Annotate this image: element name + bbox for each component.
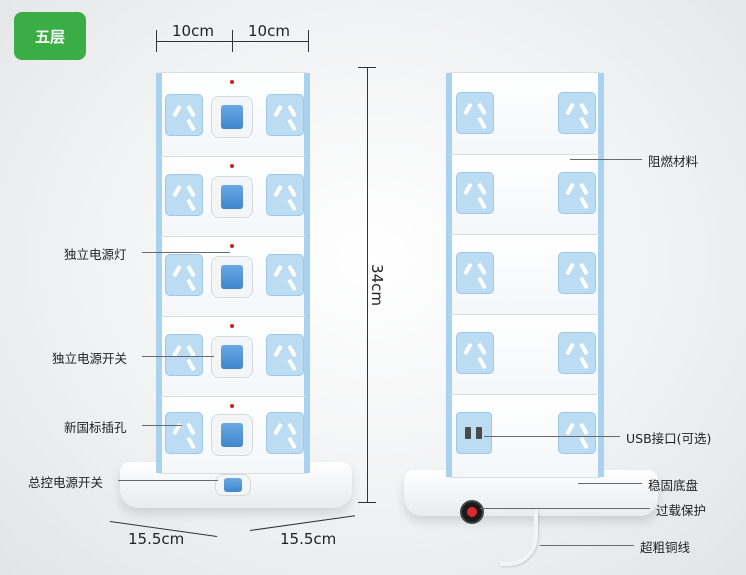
- leader-line: [118, 480, 218, 481]
- leader-line: [142, 425, 182, 426]
- label-stable-base: 稳固底盘: [648, 478, 699, 493]
- power-socket[interactable]: [266, 254, 304, 296]
- label-thick-copper-wire: 超粗铜线: [640, 540, 691, 555]
- power-socket[interactable]: [266, 412, 304, 454]
- power-socket[interactable]: [165, 254, 203, 296]
- leader-line: [484, 436, 620, 437]
- leader-line: [570, 159, 642, 160]
- power-socket[interactable]: [266, 94, 304, 136]
- power-socket[interactable]: [558, 332, 596, 374]
- dim-width-left: 10cm: [172, 22, 214, 40]
- layer-switch[interactable]: [211, 256, 253, 298]
- dim-line: [156, 41, 308, 42]
- leader-line: [142, 356, 214, 357]
- power-socket[interactable]: [456, 92, 494, 134]
- master-switch[interactable]: [215, 474, 251, 496]
- dim-width-right: 10cm: [248, 22, 290, 40]
- label-indicator-light: 独立电源灯: [64, 247, 127, 262]
- dim-tick: [358, 502, 376, 503]
- label-master-switch: 总控电源开关: [28, 475, 104, 490]
- label-standard-socket: 新国标插孔: [64, 420, 127, 435]
- power-socket[interactable]: [456, 172, 494, 214]
- power-socket[interactable]: [558, 252, 596, 294]
- power-socket[interactable]: [558, 172, 596, 214]
- indicator-led: [230, 404, 234, 408]
- dim-tick: [308, 30, 309, 52]
- leader-line: [142, 252, 230, 253]
- power-socket[interactable]: [266, 174, 304, 216]
- leader-line: [540, 545, 634, 546]
- leader-line: [480, 508, 650, 509]
- label-flame-retardant: 阻燃材料: [648, 154, 699, 169]
- power-socket[interactable]: [456, 252, 494, 294]
- layer-switch[interactable]: [211, 414, 253, 456]
- dim-line: [249, 515, 356, 531]
- power-socket[interactable]: [456, 332, 494, 374]
- layer-count-badge: 五层: [14, 12, 86, 60]
- power-socket[interactable]: [558, 412, 596, 454]
- dim-height: 34cm: [367, 264, 386, 306]
- label-independent-switch: 独立电源开关: [52, 351, 128, 366]
- layer-switch[interactable]: [211, 336, 253, 378]
- dim-line: [367, 67, 368, 502]
- power-socket[interactable]: [165, 334, 203, 376]
- leader-line: [578, 483, 642, 484]
- indicator-led: [230, 164, 234, 168]
- label-overload-protection: 过载保护: [656, 503, 707, 518]
- layer-switch[interactable]: [211, 176, 253, 218]
- indicator-led: [230, 80, 234, 84]
- usb-port[interactable]: [456, 412, 492, 454]
- label-usb-port: USB接口(可选): [626, 431, 712, 446]
- power-socket[interactable]: [266, 334, 304, 376]
- power-socket[interactable]: [165, 94, 203, 136]
- power-socket[interactable]: [165, 412, 203, 454]
- dim-base-right: 15.5cm: [280, 530, 337, 548]
- overload-protector[interactable]: [460, 500, 484, 524]
- indicator-led: [230, 244, 234, 248]
- layer-switch[interactable]: [211, 96, 253, 138]
- power-socket[interactable]: [558, 92, 596, 134]
- copper-wire: [500, 510, 538, 566]
- power-socket[interactable]: [165, 174, 203, 216]
- dim-base-left: 15.5cm: [128, 530, 185, 548]
- indicator-led: [230, 324, 234, 328]
